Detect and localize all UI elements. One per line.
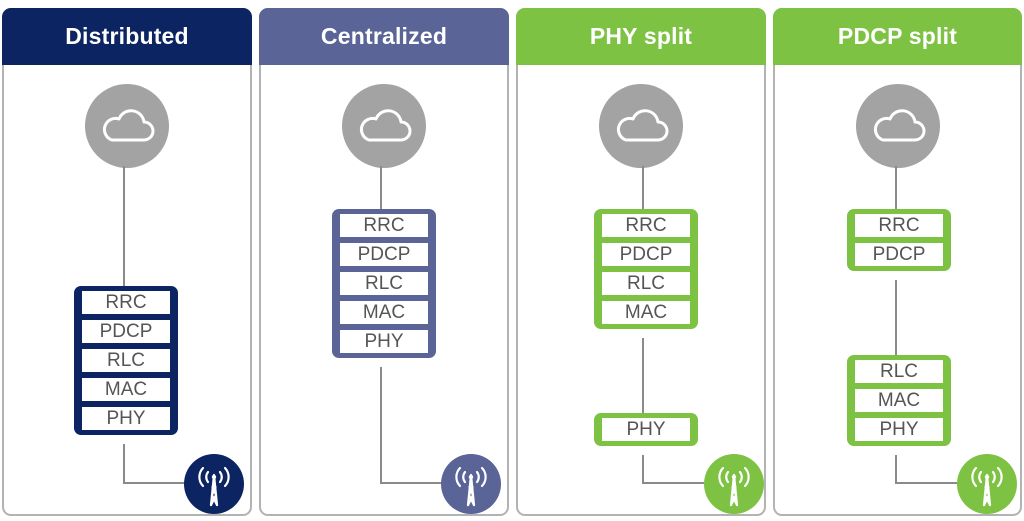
panel-title: Centralized <box>259 8 509 65</box>
layer-rlc: RLC <box>855 360 943 383</box>
layer-phy: PHY <box>602 418 690 441</box>
layer-rrc: RRC <box>82 291 170 314</box>
cloud-icon <box>616 109 669 142</box>
panel-centralized: Centralized RRC PDCP RLC MAC PHY <box>259 8 509 516</box>
connector-line <box>895 166 897 210</box>
connector-line <box>642 482 704 484</box>
antenna-tower-icon <box>718 466 750 507</box>
cloud-icon <box>855 84 940 168</box>
layer-rlc: RLC <box>82 349 170 372</box>
cloud-icon <box>85 84 169 168</box>
protocol-stack: RRC PDCP RLC MAC PHY <box>332 209 436 358</box>
connector-line <box>380 482 442 484</box>
layer-mac: MAC <box>82 378 170 401</box>
antenna-tower-icon <box>198 466 230 507</box>
protocol-stack-remote: PHY <box>594 413 698 446</box>
layer-phy: PHY <box>340 330 428 353</box>
panel-title: Distributed <box>2 8 252 65</box>
layer-rrc: RRC <box>602 214 690 237</box>
antenna-tower-icon <box>441 454 501 514</box>
protocol-stack: RRC PDCP RLC MAC PHY <box>74 286 178 435</box>
cloud-icon <box>359 109 412 142</box>
connector-line <box>642 338 644 414</box>
antenna-tower-icon <box>704 454 764 514</box>
layer-pdcp: PDCP <box>340 243 428 266</box>
cloud-icon <box>342 84 426 168</box>
antenna-tower-icon <box>971 466 1003 507</box>
connector-line <box>123 482 185 484</box>
cloud-icon <box>102 109 155 142</box>
layer-rlc: RLC <box>602 272 690 295</box>
layer-mac: MAC <box>602 301 690 324</box>
connector-line <box>380 367 382 484</box>
connector-line <box>642 166 644 210</box>
antenna-tower-icon <box>455 466 487 507</box>
layer-phy: PHY <box>855 418 943 441</box>
layer-pdcp: PDCP <box>855 243 943 266</box>
antenna-tower-icon <box>957 454 1017 514</box>
layer-pdcp: PDCP <box>82 320 170 343</box>
protocol-stack-central: RRC PDCP <box>847 209 951 271</box>
connector-line <box>895 280 897 356</box>
cloud-icon <box>599 84 683 168</box>
protocol-stack-central: RRC PDCP RLC MAC <box>594 209 698 329</box>
layer-rrc: RRC <box>855 214 943 237</box>
connector-line <box>123 444 125 484</box>
cloud-icon <box>873 109 925 142</box>
layer-mac: MAC <box>340 301 428 324</box>
protocol-stack-remote: RLC MAC PHY <box>847 355 951 446</box>
panel-title: PHY split <box>516 8 766 65</box>
layer-rrc: RRC <box>340 214 428 237</box>
connector-line <box>895 455 897 484</box>
panel-distributed: Distributed RRC PDCP RLC MAC PHY <box>2 8 252 516</box>
panel-title: PDCP split <box>773 8 1022 65</box>
layer-phy: PHY <box>82 407 170 430</box>
layer-pdcp: PDCP <box>602 243 690 266</box>
connector-line <box>642 455 644 484</box>
antenna-tower-icon <box>184 454 244 514</box>
connector-line <box>895 482 957 484</box>
layer-rlc: RLC <box>340 272 428 295</box>
layer-mac: MAC <box>855 389 943 412</box>
panel-phy-split: PHY split RRC PDCP RLC MAC PHY <box>516 8 766 516</box>
panel-pdcp-split: PDCP split RRC PDCP RLC MAC PHY <box>773 8 1022 516</box>
connector-line <box>380 166 382 210</box>
connector-line <box>123 166 125 286</box>
